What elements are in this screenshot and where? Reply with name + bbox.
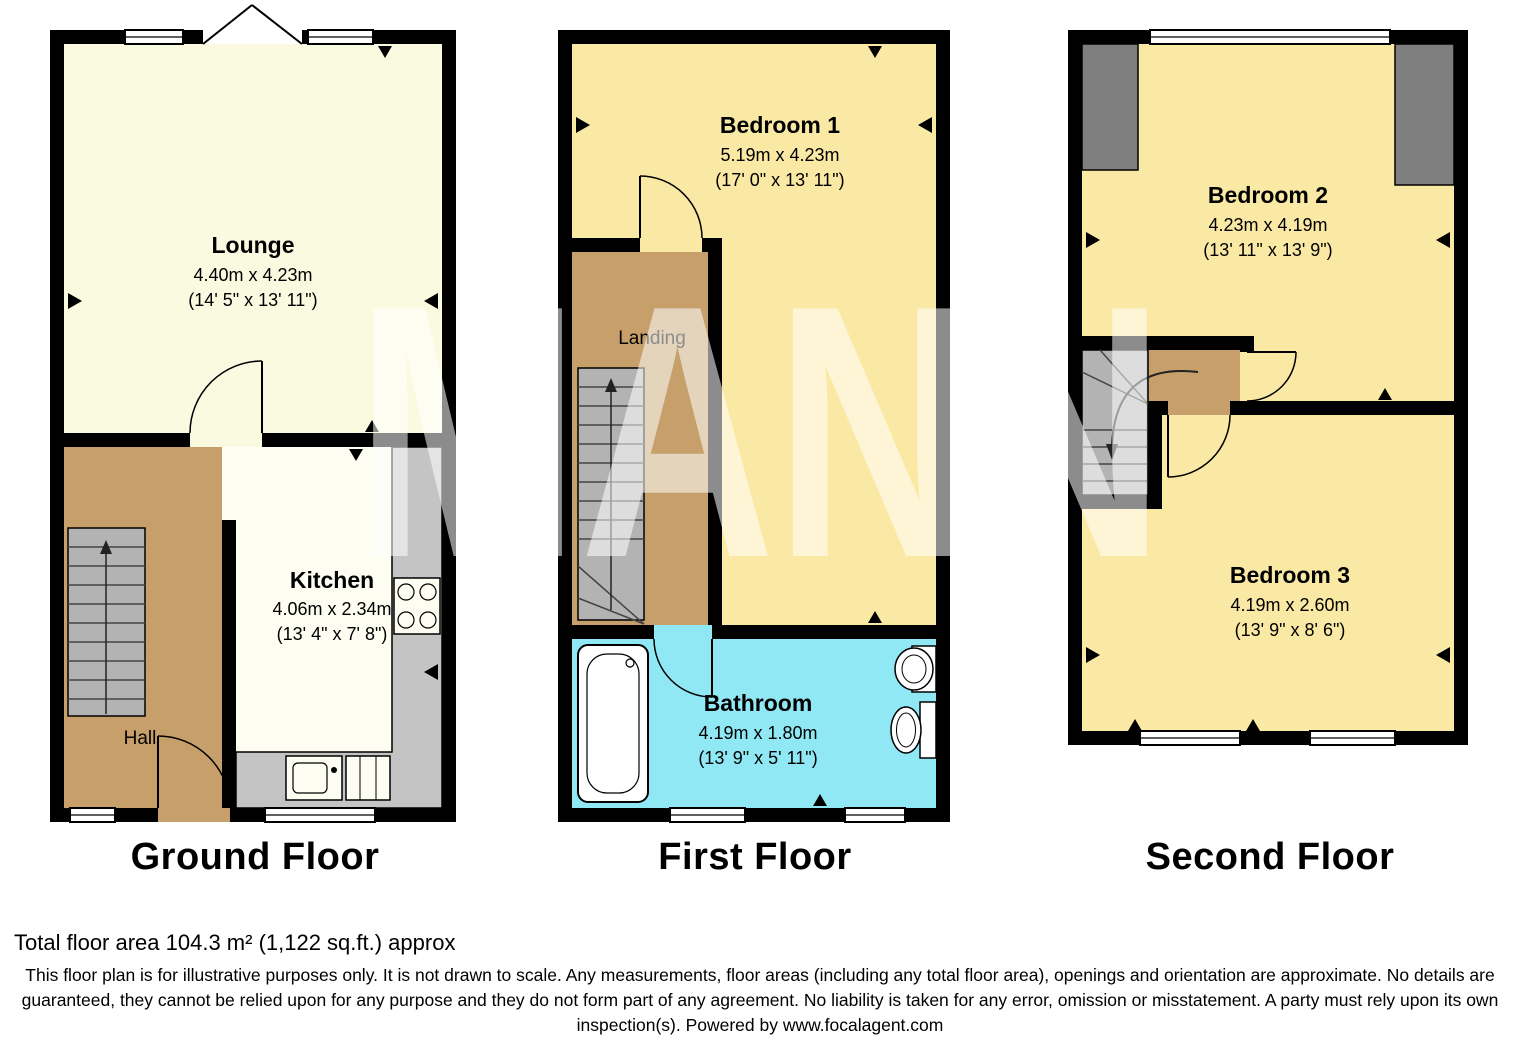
bathtub-icon: [577, 644, 649, 803]
kitchen-window: [264, 807, 376, 823]
front-door: [157, 735, 231, 822]
lounge-dim-imperial: (14' 5" x 13' 11"): [188, 290, 317, 310]
bathroom-door: [653, 638, 713, 698]
kitchen-label: Kitchen: [290, 567, 374, 593]
survey-markers: [576, 46, 932, 806]
bedroom3-room-area: [1082, 415, 1454, 731]
bedroom3-door: [1167, 414, 1231, 478]
bedroom3-dim-imperial: (13' 9" x 8' 6"): [1235, 620, 1346, 640]
bedroom1-room-area: [572, 44, 936, 625]
bedroom2-door: [1246, 351, 1297, 402]
hall-stairs: [67, 527, 146, 717]
bedroom2-room-area: [1082, 44, 1454, 401]
bedroom2-door-opening: [1240, 352, 1254, 401]
hall-window: [69, 807, 116, 823]
ground-floor-plan: Lounge 4.40m x 4.23m (14' 5" x 13' 11") …: [50, 4, 456, 823]
bathroom-label: Bathroom: [704, 690, 813, 716]
bedroom1-label: Bedroom 1: [720, 112, 840, 138]
bedroom3-label: Bedroom 3: [1230, 562, 1350, 588]
patio-door: [202, 4, 303, 45]
landing-label: Landing: [618, 328, 686, 349]
second-landing-area: [1148, 350, 1240, 401]
total-floor-area-text: Total floor area 104.3 m² (1,122 sq.ft.)…: [14, 930, 456, 955]
toilet-icon: [890, 701, 937, 759]
bedroom1-door-opening: [640, 238, 702, 252]
bathroom-dim-imperial: (13' 9" x 5' 11"): [698, 748, 817, 768]
bedroom2-dim-metric: 4.23m x 4.19m: [1208, 215, 1327, 235]
bathroom-dim-metric: 4.19m x 1.80m: [698, 723, 817, 743]
first-floor-caption: First Floor: [658, 836, 852, 878]
ground-floor-caption: Ground Floor: [130, 836, 380, 878]
bedroom1-dim-metric: 5.19m x 4.23m: [720, 145, 839, 165]
wardrobe-left: [1081, 43, 1139, 171]
basin-icon: [894, 645, 937, 693]
lounge-door: [189, 360, 263, 434]
bathroom-door-opening: [654, 625, 712, 639]
kitchen-dim-metric: 4.06m x 2.34m: [272, 599, 391, 619]
disclaimer-text: This floor plan is for illustrative purp…: [21, 965, 1499, 1035]
lounge-window: [124, 29, 374, 45]
lounge-label: Lounge: [211, 232, 294, 258]
kitchen-dim-imperial: (13' 4" x 7' 8"): [277, 624, 388, 644]
second-stairs-detail: [1081, 349, 1199, 482]
second-stairs-area: [1081, 349, 1149, 496]
bedroom3-window: [1139, 730, 1396, 746]
survey-markers: [68, 46, 438, 680]
bathroom-window: [669, 807, 906, 823]
bedroom1-door: [639, 175, 703, 239]
sink-icon: [285, 755, 343, 801]
bedroom1-dim-imperial: (17' 0" x 13' 11"): [715, 170, 844, 190]
bedroom2-label: Bedroom 2: [1208, 182, 1328, 208]
hall-label: Hall: [124, 728, 157, 749]
appliance-icon: [345, 755, 391, 801]
first-floor-plan: Bedroom 1 5.19m x 4.23m (17' 0" x 13' 11…: [558, 30, 950, 823]
bedroom3-door-opening: [1168, 401, 1230, 415]
survey-markers: [1086, 232, 1450, 731]
hob-icon: [393, 577, 441, 635]
bedroom2-window: [1149, 29, 1391, 45]
landing-stairs: [577, 367, 645, 625]
lounge-dim-metric: 4.40m x 4.23m: [193, 265, 312, 285]
lounge-room-area: [64, 44, 442, 433]
bedroom3-dim-metric: 4.19m x 2.60m: [1230, 595, 1349, 615]
wardrobe-right: [1394, 43, 1455, 186]
second-floor-caption: Second Floor: [1145, 836, 1395, 878]
second-floor-plan: Bedroom 2 4.23m x 4.19m (13' 11" x 13' 9…: [1068, 29, 1468, 746]
bedroom2-dim-imperial: (13' 11" x 13' 9"): [1203, 240, 1332, 260]
kitchen-opening: [222, 447, 236, 520]
lounge-door-opening: [190, 433, 262, 447]
